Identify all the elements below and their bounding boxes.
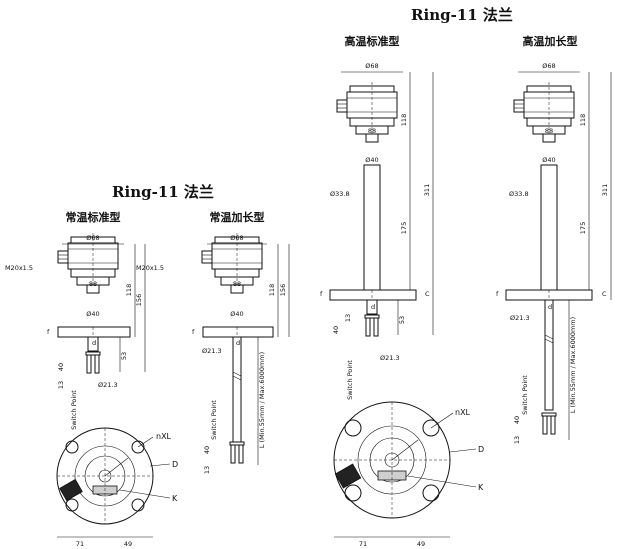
dim-m20-b: M20x1.5 [136,264,164,272]
dim-13-c: 13 [344,314,352,322]
dim-d-d: d [548,303,552,311]
left-right-subtitle: 常温加长型 [210,210,265,224]
dim-40-a: 40 [57,363,65,371]
dim-c-c: C [425,290,430,298]
dim-f-a: f [47,328,50,336]
left-left-subtitle: 常温标准型 [66,210,121,224]
dim-71-a: 71 [76,540,84,548]
top-title: Ring-11 法兰 [411,6,513,24]
dim-49-a: 49 [124,540,132,548]
dim-d-a: d [92,339,96,347]
dim-53-c: 53 [398,316,406,324]
dim-88-b: 88 [233,280,241,288]
dim-f-d: f [496,290,499,298]
dim-d40-c: Ø40 [365,156,378,164]
label-d-a: D [172,460,178,469]
left-title: Ring-11 法兰 [112,183,214,201]
dim-m20-a: M20x1.5 [5,264,33,272]
dim-311-d: 311 [601,184,609,196]
dim-40-b: 40 [203,446,211,454]
dim-13-b: 13 [203,466,211,474]
dim-d33-d: Ø33.8 [509,190,529,198]
dim-118-a: 118 [125,284,133,296]
dim-13-d: 13 [513,436,521,444]
dim-88-c: 88 [368,127,376,135]
switch-point-d: Switch Point [521,375,529,415]
dim-f-b: f [192,328,195,336]
dim-d40-b: Ø40 [230,310,243,318]
dim-length-b: L (Min.55mm / Max.6000mm) [258,352,266,448]
dim-88-d: 88 [545,127,553,135]
dim-53-a: 53 [120,352,128,360]
dim-311-c: 311 [423,184,431,196]
switch-point-b: Switch Point [210,400,218,440]
dim-156-a: 156 [135,294,143,306]
dim-118-d: 118 [579,114,587,126]
top-right-subtitle: 高温加长型 [523,34,578,48]
dim-118-b: 118 [268,284,276,296]
dim-40-c: 40 [332,326,340,334]
dim-156-b: 156 [279,284,287,296]
drawing-high-extended: Ø68 88 Ø40 Ø33.8 118 175 311 f d C Ø21.3… [496,62,612,444]
label-nxl-b: nXL [455,408,471,417]
switch-point-c: Switch Point [346,360,354,400]
drawing-normal-standard: Ø68 88 Ø40 M20x1.5 M20x1.5 118 156 53 f … [5,232,164,430]
dim-d-b: d [236,339,240,347]
dim-d68-b: Ø68 [230,234,243,242]
label-nxl-a: nXL [156,432,172,441]
dim-d21-c: Ø21.3 [380,354,400,362]
dim-71-b: 71 [359,540,367,548]
label-k-a: K [172,494,178,503]
dim-length-d: L (Min.55mm / Max.6000mm) [569,317,577,413]
dim-d40-a: Ø40 [86,310,99,318]
dim-d21-d: Ø21.3 [510,314,530,322]
dim-d21-b: Ø21.3 [202,347,222,355]
dim-d68-c: Ø68 [365,62,378,70]
label-d-b: D [478,445,484,454]
dim-d21-a: Ø21.3 [98,381,118,389]
dim-118-c: 118 [400,114,408,126]
top-view-small: nXL D K 71 49 [56,427,178,548]
top-view-large: nXL D K 71 49 [333,401,484,548]
drawing-normal-extended: Ø68 88 Ø40 118 156 f d Ø21.3 L (Min.55mm… [192,232,290,474]
top-left-subtitle: 高温标准型 [345,34,400,48]
dim-d33-c: Ø33.8 [330,190,350,198]
label-k-b: K [478,483,484,492]
dim-13-a: 13 [57,381,65,389]
dim-f-c: f [320,290,323,298]
drawing-high-standard: Ø68 88 Ø40 Ø33.8 118 175 311 f d C 53 40… [320,62,434,400]
dim-175-d: 175 [579,222,587,234]
dim-175-c: 175 [400,222,408,234]
dim-d68-a: Ø68 [86,234,99,242]
switch-point-a: Switch Point [70,390,78,430]
dim-d68-d: Ø68 [542,62,555,70]
dim-d40-d: Ø40 [542,156,555,164]
dim-c-d: C [602,290,607,298]
dim-40-d: 40 [513,416,521,424]
dim-d-c: d [371,303,375,311]
dim-88-a: 88 [89,280,97,288]
dim-49-b: 49 [417,540,425,548]
